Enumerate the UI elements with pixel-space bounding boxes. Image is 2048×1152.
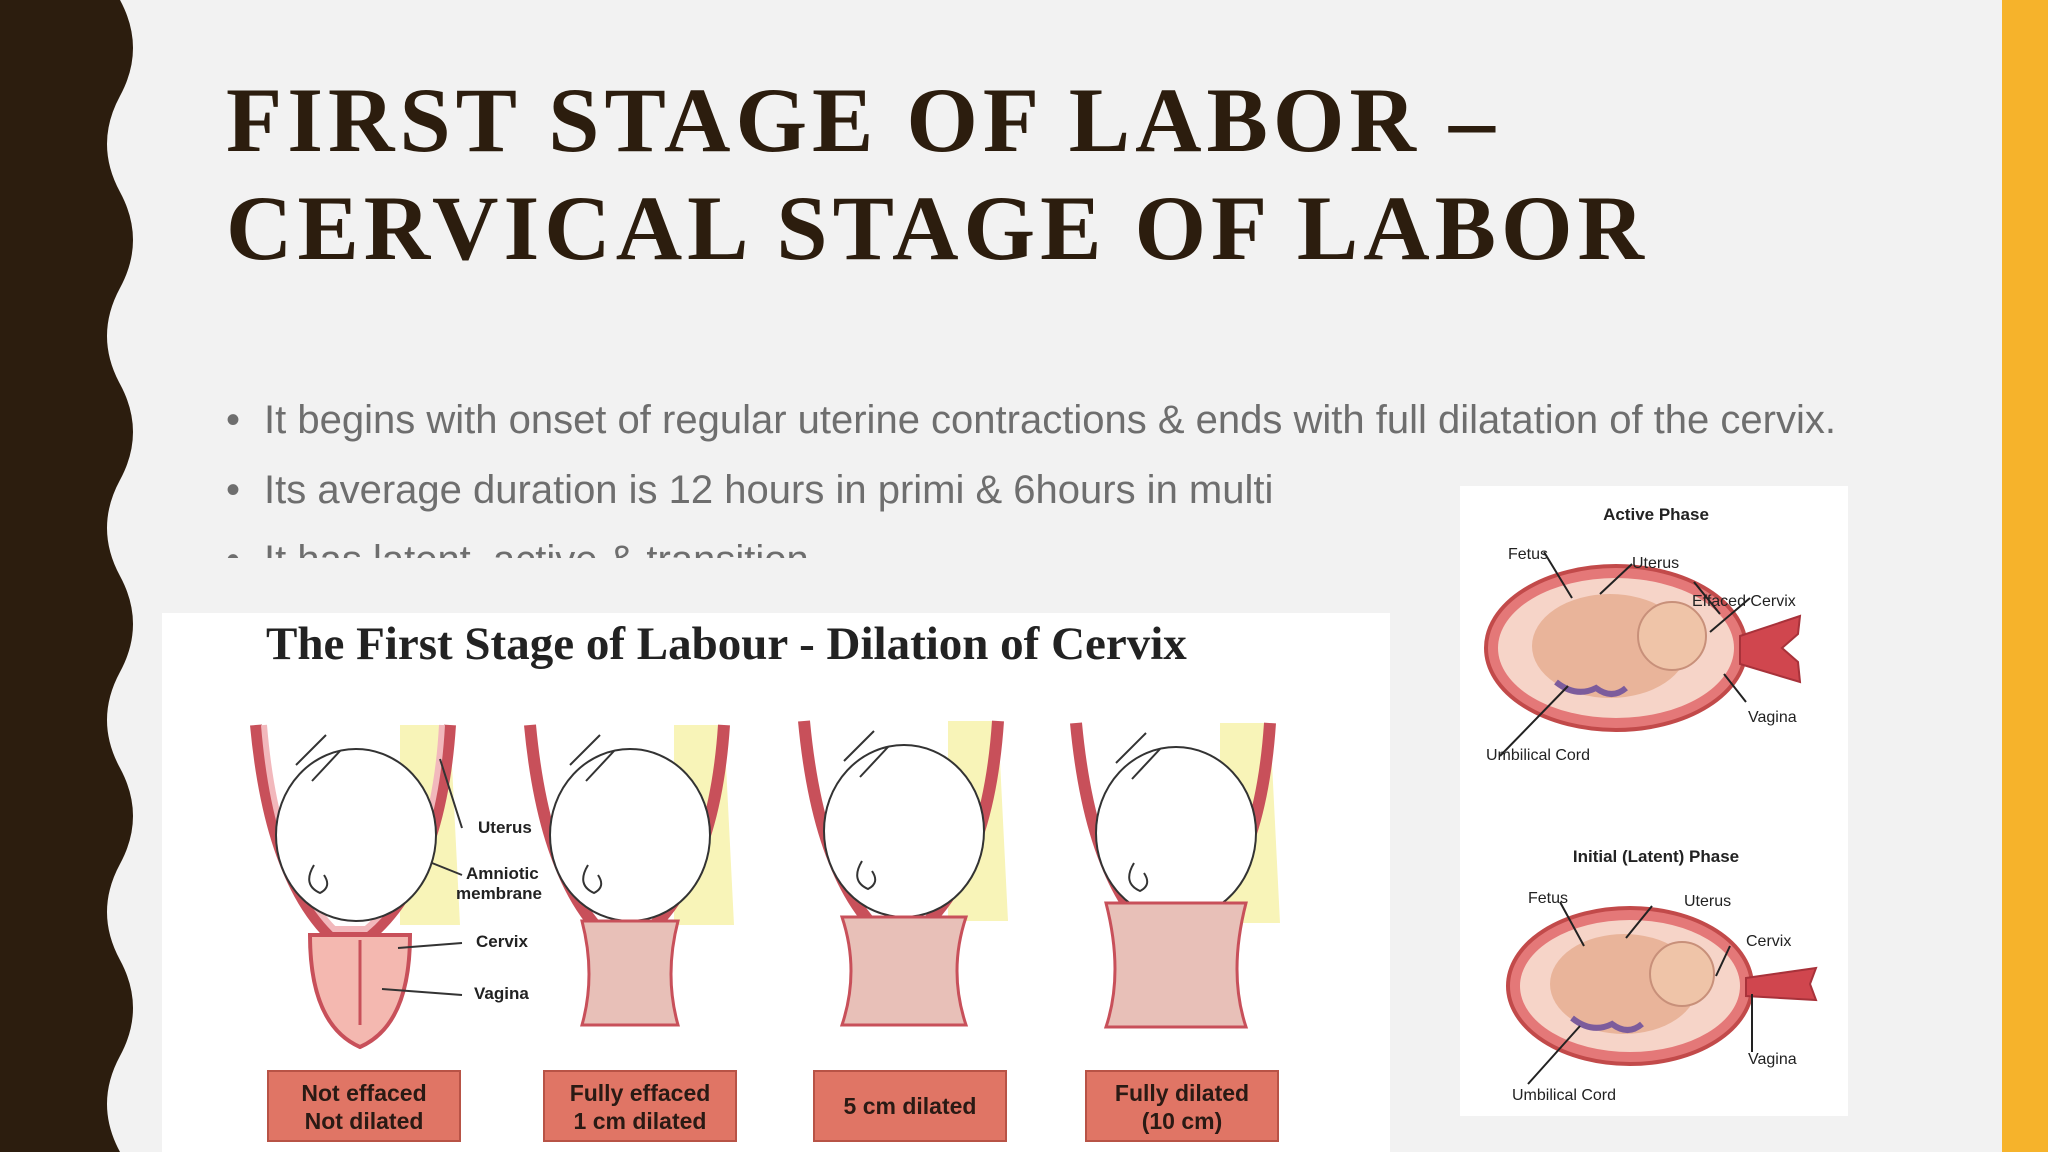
right-accent-bar xyxy=(2002,0,2048,1152)
active-uterus-label: Uterus xyxy=(1632,555,1679,572)
stage-illustration-1 xyxy=(250,724,460,1050)
stage-caption-2-line-2: 1 cm dilated xyxy=(574,1108,707,1134)
stage-caption-1: Not effaced Not dilated xyxy=(267,1070,461,1142)
bullet-item: It begins with onset of regular uterine … xyxy=(226,392,1846,448)
label-cervix: Cervix xyxy=(476,932,529,951)
stage-illustration-4 xyxy=(1070,722,1280,1029)
left-wavy-band xyxy=(0,0,133,1152)
slide-title-line-2: CERVICAL STAGE OF LABOR xyxy=(226,177,1649,279)
bullet-item: Its average duration is 12 hours in prim… xyxy=(226,462,1846,518)
phase-figure: Active Phase Fetus Uterus Effaced Cervix… xyxy=(1460,486,1848,1116)
stage-caption-4: Fully dilated (10 cm) xyxy=(1085,1070,1279,1142)
active-vagina-label: Vagina xyxy=(1748,709,1797,726)
stage-caption-4-line-1: Fully dilated xyxy=(1115,1080,1249,1106)
stage-illustration-2 xyxy=(524,724,734,1027)
latent-phase-diagram: Initial (Latent) Phase Fetus Uterus Cerv… xyxy=(1506,847,1818,1104)
active-fetus-label: Fetus xyxy=(1508,546,1548,563)
stage-caption-1-line-2: Not dilated xyxy=(305,1108,424,1134)
bullet-item: It has latent, active & transition xyxy=(226,532,1846,558)
dilation-figure: The First Stage of Labour - Dilation of … xyxy=(162,613,1390,1152)
stage-caption-2: Fully effaced 1 cm dilated xyxy=(543,1070,737,1142)
label-uterus: Uterus xyxy=(478,818,532,837)
slide-title: FIRST STAGE OF LABOR – CERVICAL STAGE OF… xyxy=(226,66,1826,282)
latent-vagina-label: Vagina xyxy=(1748,1051,1797,1068)
active-phase-title: Active Phase xyxy=(1603,505,1709,524)
latent-cervix-label: Cervix xyxy=(1746,933,1791,950)
stage-caption-3: 5 cm dilated xyxy=(813,1070,1007,1142)
slide-title-line-1: FIRST STAGE OF LABOR – xyxy=(226,69,1500,171)
stage-caption-4-line-2: (10 cm) xyxy=(1142,1108,1223,1134)
stage-illustration-3 xyxy=(798,720,1008,1027)
active-cervix-label: Effaced Cervix xyxy=(1692,593,1796,610)
active-cord-label: Umbilical Cord xyxy=(1486,747,1590,764)
latent-phase-title: Initial (Latent) Phase xyxy=(1573,847,1739,866)
latent-uterus-label: Uterus xyxy=(1684,893,1731,910)
latent-fetus-label: Fetus xyxy=(1528,890,1568,907)
label-vagina: Vagina xyxy=(474,984,529,1003)
bullet-list: It begins with onset of regular uterine … xyxy=(226,392,1846,572)
active-phase-diagram: Active Phase Fetus Uterus Effaced Cervix… xyxy=(1484,505,1802,764)
dilation-figure-title: The First Stage of Labour - Dilation of … xyxy=(266,618,1187,670)
stage-caption-2-line-1: Fully effaced xyxy=(570,1080,711,1106)
stage-caption-3-line-1: 5 cm dilated xyxy=(844,1093,977,1119)
stage-caption-1-line-1: Not effaced xyxy=(301,1080,426,1106)
latent-cord-label: Umbilical Cord xyxy=(1512,1087,1616,1104)
